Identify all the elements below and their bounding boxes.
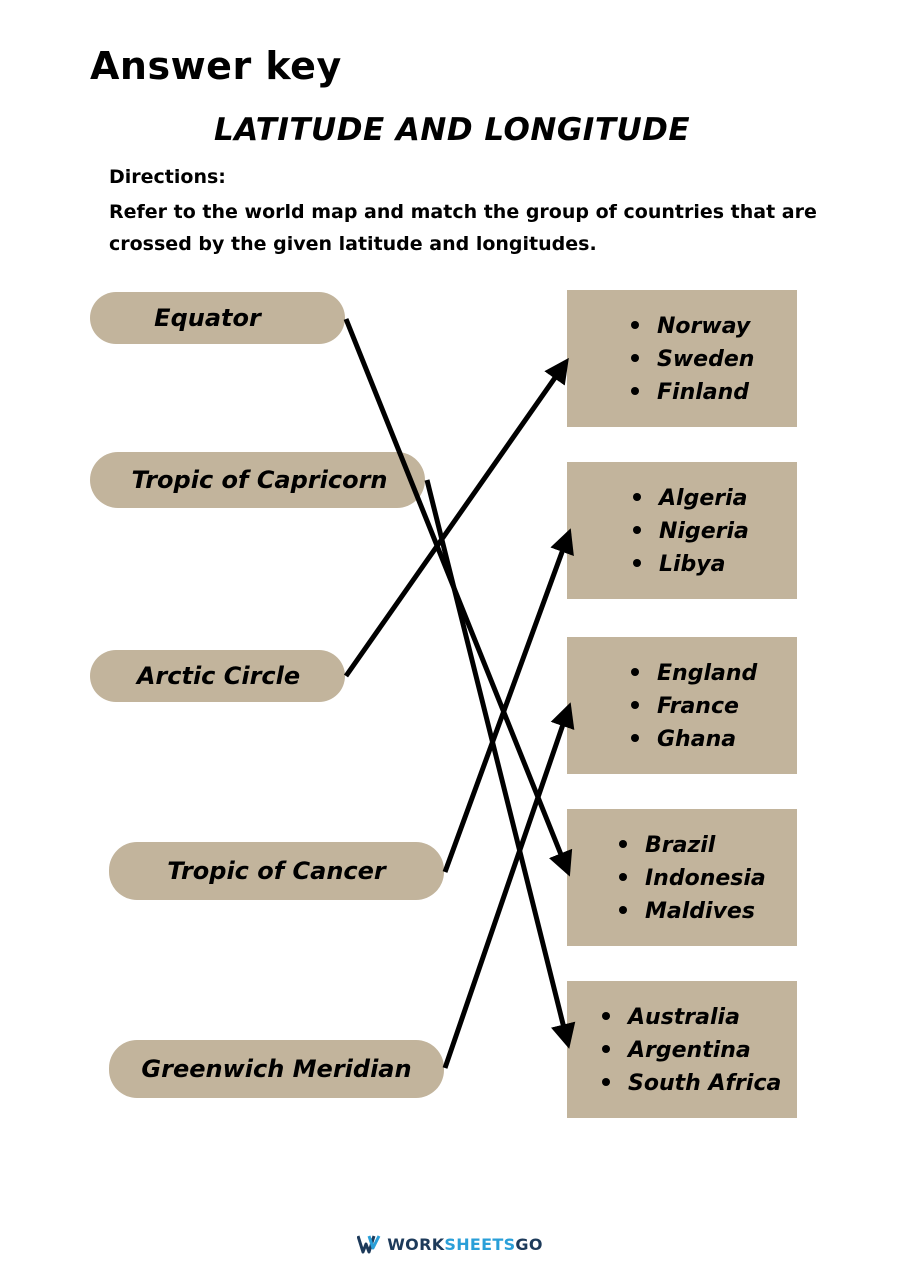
bullet-icon [633, 493, 641, 501]
list-item: Brazil [619, 829, 766, 862]
list-item: Sweden [631, 343, 754, 376]
pill-arctic-circle: Arctic Circle [90, 650, 345, 702]
list-item: Indonesia [619, 862, 766, 895]
list-item: Finland [631, 376, 754, 409]
arrow-arctic-to-group-1 [343, 357, 569, 678]
arrow-capricorn-to-group-5 [424, 479, 576, 1049]
arrow-cancer-to-group-2 [442, 528, 574, 873]
bullet-icon [633, 559, 641, 567]
worksheetsgo-logo-icon [357, 1235, 381, 1254]
list-item: Australia [602, 1001, 781, 1034]
bullet-icon [631, 701, 639, 709]
country-list: Norway Sweden Finland [631, 310, 754, 409]
bullet-icon [619, 873, 627, 881]
pill-equator: Equator [90, 292, 345, 344]
pill-label: Arctic Circle [136, 662, 301, 690]
country-group-1: Norway Sweden Finland [567, 290, 797, 427]
bullet-icon [619, 840, 627, 848]
list-item: Norway [631, 310, 754, 343]
pill-tropic-of-cancer: Tropic of Cancer [109, 842, 444, 900]
answer-key-heading: Answer key [90, 44, 342, 88]
bullet-icon [602, 1078, 610, 1086]
bullet-icon [631, 321, 639, 329]
pill-label: Greenwich Meridian [141, 1055, 412, 1083]
pill-greenwich-meridian: Greenwich Meridian [109, 1040, 444, 1098]
pill-label: Equator [154, 304, 261, 332]
bullet-icon [633, 526, 641, 534]
pill-tropic-of-capricorn: Tropic of Capricorn [90, 452, 425, 508]
list-item: France [631, 690, 757, 723]
list-item: Nigeria [633, 515, 749, 548]
country-list: Brazil Indonesia Maldives [619, 829, 766, 928]
list-item: South Africa [602, 1067, 781, 1100]
pill-label: Tropic of Cancer [167, 857, 386, 885]
directions-text: Refer to the world map and match the gro… [109, 201, 817, 255]
country-group-3: England France Ghana [567, 637, 797, 774]
bullet-icon [631, 668, 639, 676]
bullet-icon [619, 906, 627, 914]
pill-label: Tropic of Capricorn [131, 466, 388, 494]
worksheet-title: LATITUDE AND LONGITUDE [213, 112, 691, 148]
list-item: Argentina [602, 1034, 781, 1067]
list-item: Ghana [631, 723, 757, 756]
list-item: Algeria [633, 482, 749, 515]
country-group-2: Algeria Nigeria Libya [567, 462, 797, 599]
bullet-icon [631, 387, 639, 395]
directions-label: Directions: [109, 166, 226, 188]
country-list: Australia Argentina South Africa [602, 1001, 781, 1100]
country-group-5: Australia Argentina South Africa [567, 981, 797, 1118]
brand-name: WORKSHEETSGO [387, 1234, 543, 1254]
list-item: Maldives [619, 895, 766, 928]
country-list: Algeria Nigeria Libya [633, 482, 749, 581]
bullet-icon [602, 1045, 610, 1053]
bullet-icon [631, 354, 639, 362]
arrow-greenwich-to-group-3 [442, 702, 575, 1069]
list-item: England [631, 657, 757, 690]
bullet-icon [602, 1012, 610, 1020]
list-item: Libya [633, 548, 749, 581]
bullet-icon [631, 734, 639, 742]
country-group-4: Brazil Indonesia Maldives [567, 809, 797, 946]
footer-brand: WORKSHEETSGO [0, 1234, 900, 1254]
country-list: England France Ghana [631, 657, 757, 756]
